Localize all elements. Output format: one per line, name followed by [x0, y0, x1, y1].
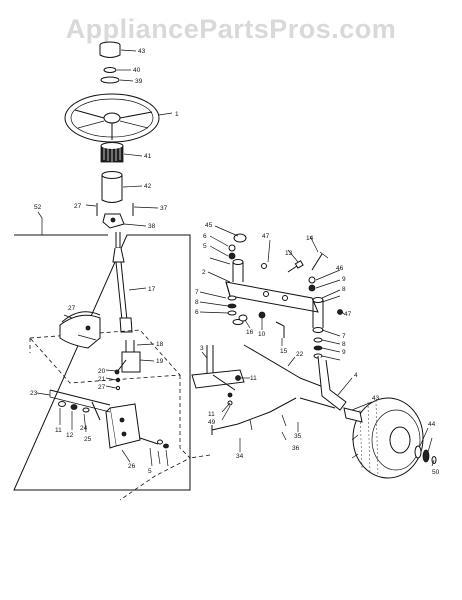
- callout-14: 14: [306, 235, 314, 242]
- callout-47-top: 47: [262, 233, 270, 240]
- callout-27-sector: 27: [68, 305, 76, 312]
- callout-35: 35: [294, 433, 302, 440]
- callout-34: 34: [236, 453, 244, 460]
- callout-5-bracket: 5: [148, 468, 152, 475]
- callout-8-right: 8: [342, 286, 346, 293]
- callout-27-lower: 27: [98, 384, 106, 391]
- callout-16: 16: [246, 329, 254, 336]
- callout-6-top: 6: [203, 233, 207, 240]
- callout-43-wheel: 43: [372, 395, 380, 402]
- callout-50: 50: [432, 469, 440, 476]
- callout-24: 24: [80, 425, 88, 432]
- right-spindle-arm: [299, 355, 347, 411]
- callout-15: 15: [280, 348, 288, 355]
- callout-22: 22: [296, 351, 304, 358]
- callout-17: 17: [148, 286, 156, 293]
- callout-2: 2: [202, 269, 206, 276]
- wheel-hardware: [343, 407, 437, 464]
- watermark: AppliancePartsPros.com: [65, 14, 397, 44]
- pivot-parts: [238, 311, 285, 338]
- callout-23: 23: [30, 390, 38, 397]
- callout-11-bottom: 11: [208, 411, 215, 418]
- callout-46: 46: [336, 265, 344, 272]
- callout-25: 25: [84, 436, 92, 443]
- callout-38: 38: [148, 223, 156, 230]
- callout-37: 37: [160, 205, 168, 212]
- callout-8-left: 8: [195, 299, 199, 306]
- callout-36: 36: [292, 445, 300, 452]
- subassembly-box: [13, 211, 191, 491]
- steering-cap: [99, 41, 121, 84]
- callout-3: 3: [200, 345, 204, 352]
- column-bracket: [96, 203, 134, 229]
- callout-11-left: 11: [55, 427, 62, 434]
- leader-lines-top: [85, 49, 173, 227]
- front-axle: [225, 281, 319, 313]
- bracket-hardware: [121, 437, 169, 467]
- callout-26: 26: [128, 463, 136, 470]
- callout-5-top: 5: [203, 243, 207, 250]
- callout-52: 52: [34, 204, 42, 211]
- callout-13: 13: [285, 250, 293, 257]
- pitman-linkage: [105, 340, 155, 391]
- callout-11-mid: 11: [250, 375, 257, 382]
- callout-45: 45: [205, 222, 213, 229]
- callout-47-right: 47: [344, 311, 352, 318]
- callout-43: 43: [138, 48, 146, 55]
- steering-wheel: [64, 93, 160, 143]
- callout-10: 10: [258, 331, 266, 338]
- steering-shaft: [112, 232, 147, 333]
- callout-44: 44: [428, 421, 436, 428]
- bushing: [101, 171, 123, 203]
- tie-rod: [211, 397, 297, 435]
- callout-9-right: 9: [342, 276, 346, 283]
- callout-49: 49: [208, 419, 216, 426]
- callout-42: 42: [144, 183, 152, 190]
- callout-7-right: 7: [342, 333, 346, 340]
- right-spindle-stack: [308, 276, 343, 359]
- leader-lines-right: [199, 225, 435, 467]
- callout-4: 4: [354, 372, 358, 379]
- left-spindle: [191, 345, 245, 391]
- callout-39: 39: [135, 78, 143, 85]
- callout-20: 20: [98, 368, 106, 375]
- callout-9-lower: 9: [342, 349, 346, 356]
- callout-6-left: 6: [195, 309, 199, 316]
- callout-1: 1: [175, 111, 179, 118]
- sector-gear: [59, 311, 101, 349]
- left-spindle-stack: [227, 233, 247, 325]
- callout-7-left: 7: [195, 289, 199, 296]
- callout-18: 18: [156, 341, 164, 348]
- callout-labels: 43 40 39 1 41 42 27 37 38 52 17 27 18 19…: [30, 48, 440, 476]
- bracket-plate: [49, 389, 141, 449]
- callout-41: 41: [144, 153, 152, 160]
- mount-dashed-lines: [29, 329, 211, 501]
- small-hardware: [36, 392, 101, 433]
- gear: [100, 142, 124, 163]
- callout-12: 12: [66, 432, 74, 439]
- callout-21: 21: [98, 376, 106, 383]
- axle-bolts: [261, 251, 329, 273]
- callout-8-lower: 8: [342, 341, 346, 348]
- callout-40: 40: [133, 67, 141, 74]
- callout-19: 19: [156, 358, 164, 365]
- callout-27-top: 27: [74, 203, 82, 210]
- front-wheel: [351, 397, 424, 479]
